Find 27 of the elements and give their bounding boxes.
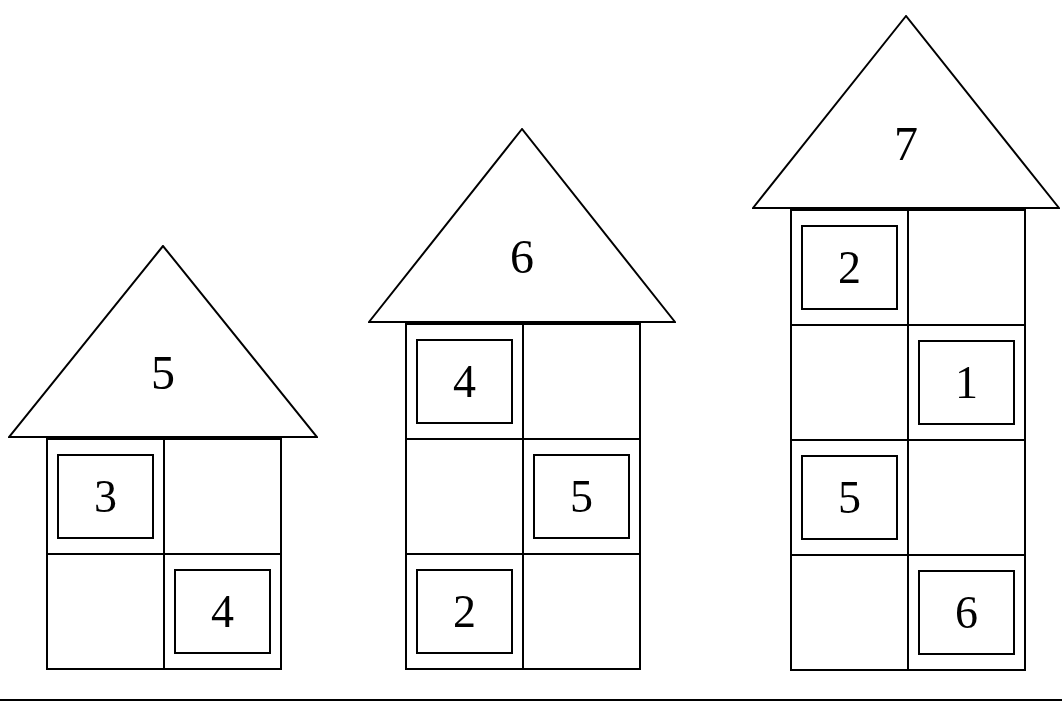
house-window-cell	[907, 209, 1026, 326]
house-window-cell	[163, 553, 282, 670]
house-window-cell	[46, 553, 165, 670]
number-frame: 4	[416, 339, 513, 424]
roof-number: 6	[509, 229, 535, 285]
roof-triangle	[368, 128, 676, 323]
number-frame: 2	[801, 225, 898, 310]
house-window-cell	[522, 323, 641, 440]
house-window-cell	[522, 553, 641, 670]
house-window-cell	[405, 323, 524, 440]
number-frame: 2	[416, 569, 513, 654]
number-frame: 5	[801, 455, 898, 540]
house-window-cell	[163, 438, 282, 555]
number-frame: 1	[918, 340, 1015, 425]
number-frame: 5	[533, 454, 630, 539]
number-frame: 4	[174, 569, 271, 654]
roof-triangle	[752, 15, 1060, 209]
house-window-cell	[907, 554, 1026, 671]
house-window-cell	[790, 209, 909, 326]
roof-triangle	[8, 245, 318, 438]
number-frame: 3	[57, 454, 154, 539]
roof-number: 5	[150, 345, 176, 401]
roof-number: 7	[893, 115, 919, 171]
house-window-cell	[790, 554, 909, 671]
house-window-cell	[405, 553, 524, 670]
number-frame: 6	[918, 570, 1015, 655]
house-window-cell	[46, 438, 165, 555]
